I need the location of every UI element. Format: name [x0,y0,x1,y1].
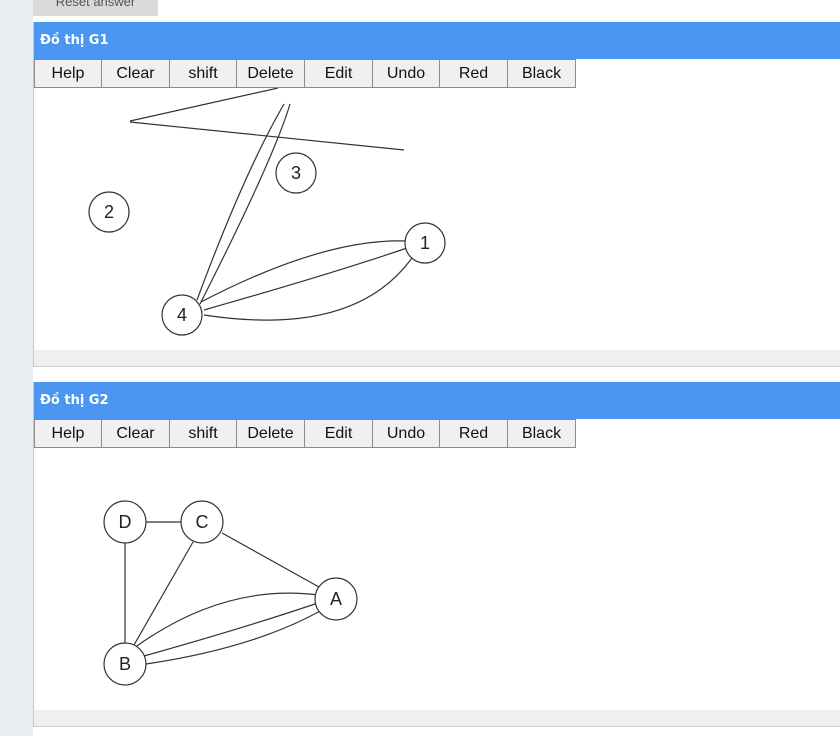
help-button[interactable]: Help [34,419,102,448]
delete-button[interactable]: Delete [237,419,305,448]
undo-button[interactable]: Undo [373,59,440,88]
edge-c-b[interactable] [133,541,194,646]
edge-3-4-a[interactable] [196,103,285,301]
edge-c-a[interactable] [221,532,320,588]
svg-text:3: 3 [291,163,301,183]
svg-text:A: A [330,589,342,609]
graph-node[interactable]: A [314,577,358,621]
graph-node[interactable]: 2 [88,191,130,233]
graph-node[interactable]: 1 [404,222,446,264]
reset-answer-button[interactable]: Reset answer [33,0,158,16]
shift-button[interactable]: shift [170,59,237,88]
svg-text:B: B [119,654,131,674]
graph-toolbar-g2: Help Clear shift Delete Edit Undo Red Bl… [34,419,840,448]
panel-title-g1: Đồ thị G1 [34,22,840,59]
svg-text:2: 2 [104,202,114,222]
graph-panel-g2: Đồ thị G2 Help Clear shift Delete Edit U… [33,382,840,727]
panel-footer-g1 [34,350,840,367]
clear-button[interactable]: Clear [102,59,170,88]
edge-b-a-a[interactable] [133,592,319,649]
black-button[interactable]: Black [508,419,576,448]
graph-node[interactable]: 4 [161,294,203,336]
edge-b-a-b[interactable] [143,602,319,657]
svg-text:1: 1 [420,233,430,253]
delete-button[interactable]: Delete [237,59,305,88]
red-button[interactable]: Red [440,419,508,448]
svg-text:4: 4 [177,305,187,325]
graph-node[interactable]: B [103,642,147,686]
graph-canvas-g1[interactable]: 3 2 1 4 [34,88,840,350]
graph-panel-g1: Đồ thị G1 Help Clear shift Delete Edit U… [33,22,840,367]
edge-4-1-c[interactable] [203,257,413,321]
clear-button[interactable]: Clear [102,419,170,448]
help-button[interactable]: Help [34,59,102,88]
undo-button[interactable]: Undo [373,419,440,448]
edge-4-1-a[interactable] [200,240,407,303]
edge-b-a-c[interactable] [145,609,323,665]
panel-title-g2: Đồ thị G2 [34,382,840,419]
graph-canvas-g2[interactable]: D C A B [34,448,840,710]
edge-2-3[interactable] [129,88,279,122]
graph-node[interactable]: D [103,500,147,544]
graph-drawing-g1[interactable]: 3 2 1 4 [34,88,840,350]
red-button[interactable]: Red [440,59,508,88]
shift-button[interactable]: shift [170,419,237,448]
svg-text:C: C [196,512,209,532]
left-margin-strip [0,0,33,736]
graph-toolbar-g1: Help Clear shift Delete Edit Undo Red Bl… [34,59,840,88]
panel-footer-g2 [34,710,840,727]
black-button[interactable]: Black [508,59,576,88]
svg-text:D: D [119,512,132,532]
edge-3-4-b[interactable] [199,103,291,305]
edit-button[interactable]: Edit [305,59,373,88]
edit-button[interactable]: Edit [305,419,373,448]
graph-node[interactable]: 3 [275,152,317,194]
graph-node[interactable]: C [180,500,224,544]
graph-drawing-g2[interactable]: D C A B [34,448,840,710]
edge-4-1-b[interactable] [203,247,408,311]
